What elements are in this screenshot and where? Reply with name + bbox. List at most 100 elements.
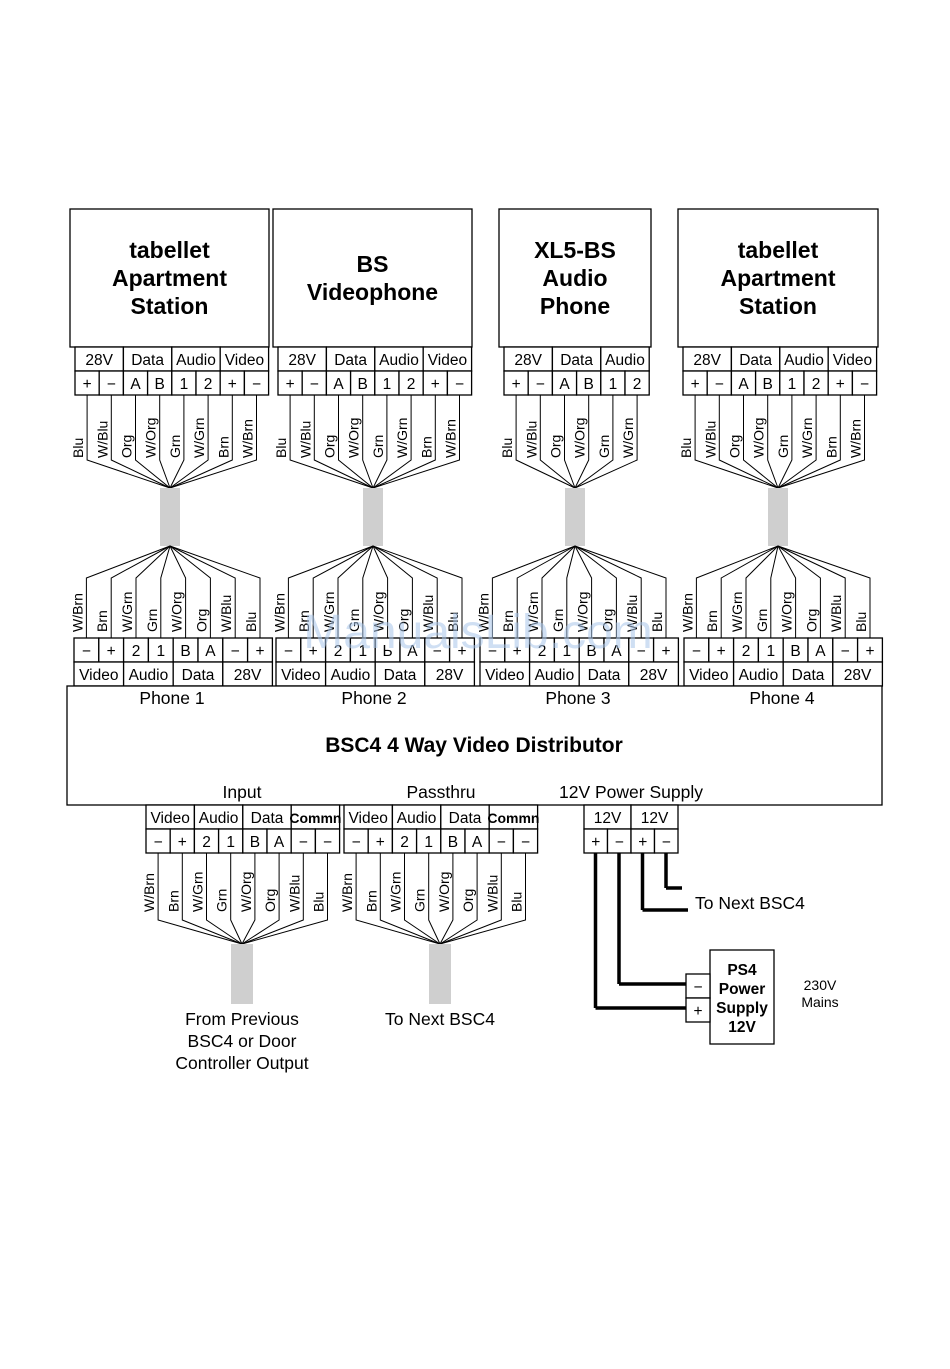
phone-port-wire (566, 545, 576, 638)
station-title-line: BS (357, 251, 389, 277)
phone-port-wire (541, 545, 576, 638)
phone-port-wire-label: W/Org (575, 592, 591, 632)
station-wire (169, 395, 233, 489)
station-wire-label: W/Grn (620, 418, 636, 458)
station-wire-label: W/Blu (523, 421, 539, 458)
phone-port-wire (372, 545, 389, 638)
station-connector-pin: − (715, 376, 724, 393)
phone-port-pin: − (231, 643, 240, 660)
power-pin: + (638, 834, 647, 851)
phone-port-wire-label: W/Org (169, 592, 185, 632)
station-connector-pin: 1 (788, 376, 797, 393)
phone-port-pin: − (284, 643, 293, 660)
phone-port-wire (516, 545, 576, 638)
phone-port-wire-label: Brn (500, 610, 516, 632)
station-connector-header-video: Video (225, 352, 264, 369)
station-connector-header-28v: 28V (85, 352, 113, 369)
phone-port-wire-label: W/Grn (321, 592, 337, 632)
station-wire (718, 395, 779, 489)
station-wire (169, 395, 209, 489)
phone-port-header: Video (281, 667, 320, 684)
phone-port-wire (745, 545, 779, 638)
phone-port-wire-label: Grn (144, 609, 160, 632)
phone-port-pin: A (205, 643, 216, 660)
station-wire (777, 395, 841, 489)
station-connector-pin-cell (446, 370, 473, 396)
phone-port-pin: − (841, 643, 850, 660)
station-wire-label: W/Org (346, 418, 362, 458)
station-connector-pin: A (738, 376, 749, 393)
phone-port-wire-label: Grn (754, 609, 770, 632)
station-connector-pin-cell (171, 370, 197, 396)
station-connector-pin: − (252, 376, 261, 393)
phone-port-pin: + (107, 643, 116, 660)
input-wire-label: W/Blu (286, 875, 302, 912)
phone-port-wire-label: W/Org (779, 592, 795, 632)
phone-port-pin-cell (603, 637, 630, 663)
phone-port-pin: 1 (358, 643, 367, 660)
phone-port-wire (337, 545, 374, 638)
phone-port-wire-label: W/Blu (828, 595, 844, 632)
station-connector-pin: 1 (180, 376, 189, 393)
input-wire (241, 853, 328, 945)
station-wire-label: W/Brn (240, 419, 256, 458)
phone-port-header: 28V (844, 667, 872, 684)
phone-port-wire (770, 545, 779, 638)
station-wire (159, 395, 171, 489)
phone-port-label: Phone 4 (749, 688, 814, 708)
power-header-12v: 12V (594, 810, 622, 827)
passthru-wire-label: W/Grn (388, 872, 404, 912)
passthru-wire-label: Brn (363, 890, 379, 912)
phone-port-pin: + (513, 643, 522, 660)
phone-port-wire-label: Org (395, 609, 411, 632)
station-wire-label: Brn (823, 436, 839, 458)
station-connector-pin: − (455, 376, 464, 393)
station-cable (768, 488, 788, 546)
input-wire (241, 853, 256, 945)
station-connector-pin: − (860, 376, 869, 393)
phone-port-pin: A (407, 643, 418, 660)
power-pin: + (591, 834, 600, 851)
station-wire (539, 395, 576, 489)
station-connector-pin: B (584, 376, 594, 393)
station-connector-pin-cell (754, 370, 781, 396)
station-title-line: Station (739, 293, 817, 319)
phone-port-wire-label: Grn (550, 609, 566, 632)
phone-port-pin-cell (628, 637, 655, 663)
station-wire-label: Blu (273, 438, 289, 458)
psu-title-line: PS4 (727, 962, 757, 979)
phone-port-header: 28V (234, 667, 262, 684)
phone-port-header: Data (588, 667, 621, 684)
station-wire-label: Blu (499, 438, 515, 458)
station-wire (694, 395, 779, 489)
station-cable (363, 488, 383, 546)
phone-port-wire (85, 545, 171, 638)
station-cable (565, 488, 585, 546)
input-pin: + (178, 834, 187, 851)
phone-port-wire (777, 545, 846, 638)
station-title-line: tabellet (129, 237, 210, 263)
phone-port-wire (574, 545, 617, 638)
phone-port-wire-label: Blu (853, 612, 869, 632)
phone-port-wire (169, 545, 187, 638)
station-wire-label: W/Org (751, 418, 767, 458)
station-wire-label: W/Grn (394, 418, 410, 458)
station-wire-label: Blu (678, 438, 694, 458)
station-connector-header-video: Video (428, 352, 467, 369)
phone-port-pin-cell (73, 637, 100, 663)
phone-port-pin-cell (424, 637, 451, 663)
station-wire-label: Org (727, 435, 743, 458)
phone-port-pin: 2 (742, 643, 751, 660)
input-header-cell (145, 804, 196, 830)
station-connector-pin: + (691, 376, 700, 393)
passthru-pin: − (352, 834, 361, 851)
psu-terminal-plus (685, 997, 711, 1023)
passthru-pin: B (448, 834, 458, 851)
phone-port-wire (491, 545, 576, 638)
psu-title-line: Power (719, 981, 766, 998)
phone-port-wire (110, 545, 171, 638)
phone-port-pin-cell (147, 637, 174, 663)
